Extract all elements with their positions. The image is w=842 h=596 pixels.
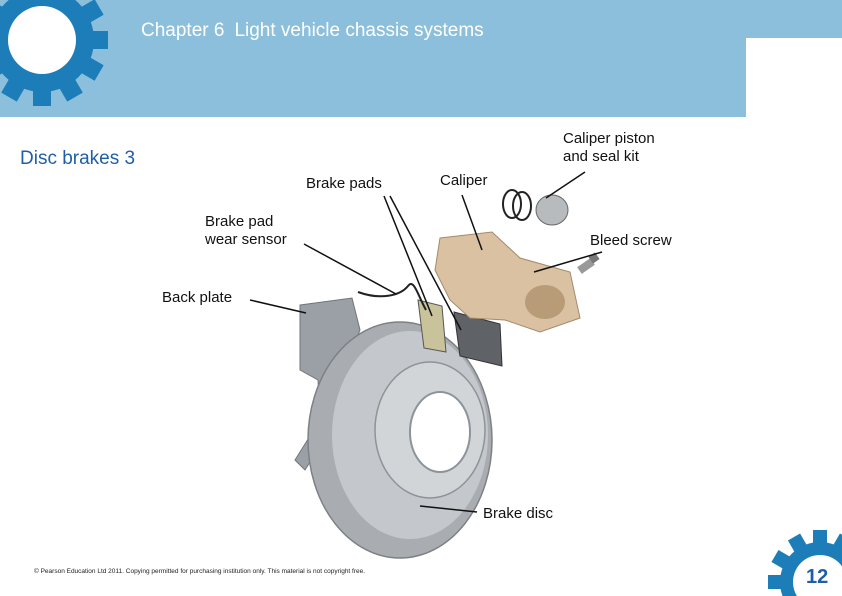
chapter-number: Chapter 6: [141, 20, 225, 41]
label-caliper: Caliper: [440, 172, 488, 189]
chapter-title: Light vehicle chassis systems: [234, 20, 484, 41]
slide-title: Disc brakes 3: [20, 148, 136, 169]
page-gear-icon: [768, 530, 842, 596]
label-wear-sensor-line1: Brake pad: [205, 213, 274, 230]
label-wear-sensor: Brake pad wear sensor: [205, 213, 287, 249]
header-notch: [746, 38, 842, 117]
gear-icon: [0, 0, 108, 106]
label-caliper-piston: Caliper piston and seal kit: [563, 130, 655, 166]
leader-lines: [249, 171, 603, 513]
header-band: [0, 0, 746, 117]
label-caliper-piston-line1: Caliper piston: [563, 130, 655, 147]
wear-sensor-illustration: [357, 283, 427, 311]
page-number: 12: [806, 566, 829, 588]
label-brake-pads: Brake pads: [306, 175, 382, 192]
brake-pad-outer-illustration: [453, 311, 503, 367]
header-strip: [746, 0, 842, 38]
copyright-notice: © Pearson Education Ltd 2011. Copying pe…: [34, 568, 366, 575]
chapter-heading: Chapter 6 Light vehicle chassis systems: [141, 20, 484, 42]
label-brake-disc: Brake disc: [483, 505, 554, 522]
label-wear-sensor-line2: wear sensor: [205, 231, 287, 248]
label-caliper-piston-line2: and seal kit: [563, 148, 639, 165]
brake-pad-inner-illustration: [417, 299, 447, 353]
label-bleed-screw: Bleed screw: [590, 232, 672, 249]
brake-disc-illustration: [307, 321, 493, 559]
caliper-bore-illustration: [525, 285, 565, 319]
piston-seal-illustration: [502, 189, 569, 226]
label-back-plate: Back plate: [162, 289, 233, 306]
